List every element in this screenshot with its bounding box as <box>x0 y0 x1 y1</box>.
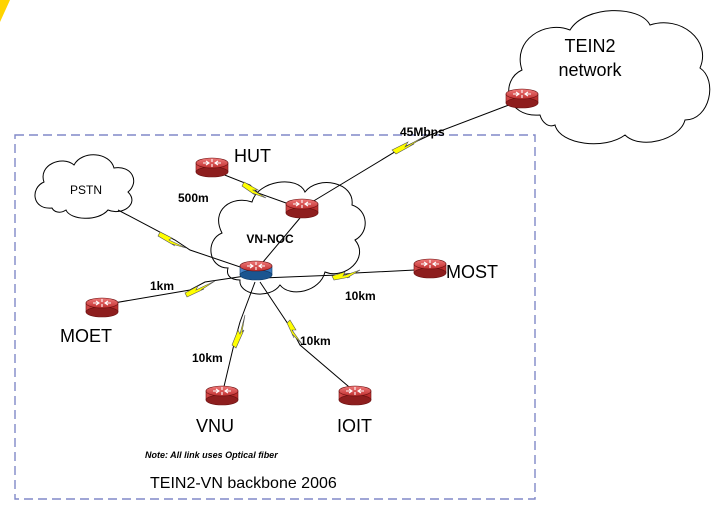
link-label-ioit: 10km <box>300 334 331 348</box>
link-moet-hub <box>101 274 253 306</box>
router-vnnoc <box>285 198 319 219</box>
diagram-note: Note: All link uses Optical fiber <box>145 450 278 460</box>
backbone-boundary <box>14 134 536 500</box>
router-most <box>413 258 447 279</box>
node-label-hut: HUT <box>234 146 271 166</box>
node-label-most: MOST <box>446 262 498 282</box>
bolt-hut <box>241 181 267 199</box>
router-hut <box>195 157 229 178</box>
tein2-cloud-label-2: network <box>558 60 622 80</box>
router-moet <box>85 297 119 318</box>
link-most-hub <box>261 269 416 279</box>
link-pstn-hub <box>117 209 256 273</box>
vnnoc-cloud-label: VN-NOC <box>246 232 294 246</box>
link-label-vnu: 10km <box>192 351 223 365</box>
link-label-moet: 1km <box>150 279 174 293</box>
tein2-cloud <box>508 10 711 145</box>
bolt-pstn <box>157 231 187 249</box>
link-label-most: 10km <box>345 289 376 303</box>
bolt-ioit <box>286 319 303 345</box>
pstn-cloud-label: PSTN <box>70 183 102 197</box>
bolt-vnu <box>231 314 246 349</box>
tein2-cloud-label-1: TEIN2 <box>564 36 615 56</box>
router-ioit <box>338 385 372 406</box>
bolt-most <box>331 269 361 281</box>
link-vnnoc-hub <box>257 217 301 269</box>
link-label-tein2: 45Mbps <box>400 125 445 139</box>
router-vnu <box>205 385 239 406</box>
bolt-tein2 <box>391 135 426 155</box>
lightning-bolts <box>157 135 426 349</box>
router-tein2 <box>505 88 539 109</box>
link-label-hut: 500m <box>178 191 209 205</box>
bolt-moet <box>184 280 216 298</box>
router-hub <box>239 260 273 281</box>
diagram-title: TEIN2-VN backbone 2006 <box>150 475 337 492</box>
corner-mark <box>0 0 10 22</box>
node-label-moet: MOET <box>60 326 112 346</box>
pstn-cloud <box>34 154 135 219</box>
node-label-ioit: IOIT <box>337 416 372 436</box>
node-label-vnu: VNU <box>196 416 234 436</box>
